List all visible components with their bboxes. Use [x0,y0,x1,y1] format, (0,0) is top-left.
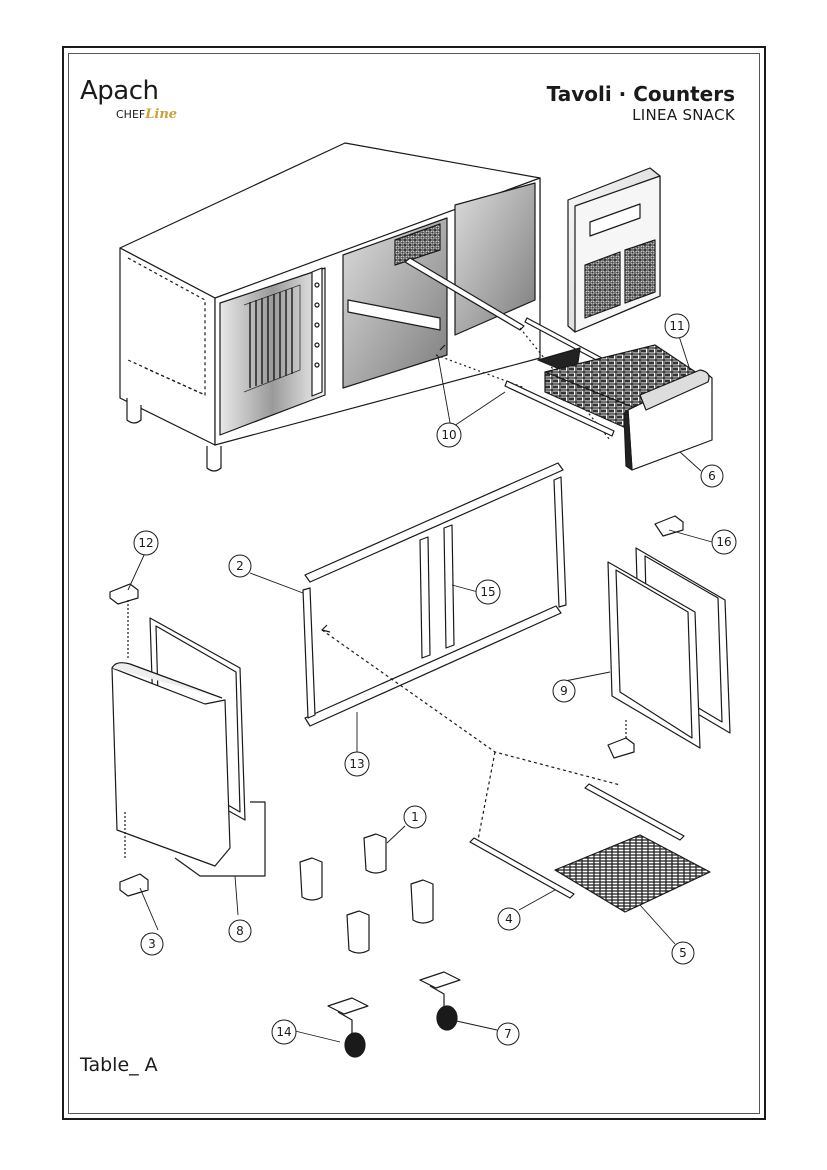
callout-3: 3 [140,932,164,956]
callout-8: 8 [228,919,252,943]
castors [327,971,461,1058]
callout-8-label: 8 [236,924,244,938]
callout-10-label: 10 [441,428,456,442]
control-unit-panel [567,167,661,333]
feet [299,833,434,954]
callout-11-label: 11 [669,319,684,333]
callout-6: 6 [700,464,724,488]
callout-15: 15 [475,579,501,605]
shelf-assembly [469,783,711,913]
outer-frame [62,46,766,1120]
table-label: Table_ A [80,1054,158,1076]
brand-name: Apach [80,76,159,106]
callout-2: 2 [228,554,252,578]
callout-9-label: 9 [560,684,568,698]
callout-13: 13 [344,751,370,777]
callout-6-label: 6 [708,469,716,483]
page-title: Tavoli · Counters [546,82,735,106]
callout-1-label: 1 [411,810,419,824]
callout-2-label: 2 [236,559,244,573]
callout-10: 10 [436,422,462,448]
callout-14-label: 14 [276,1025,291,1039]
counter-cabinet [119,142,541,472]
callout-7-label: 7 [504,1027,512,1041]
callout-16: 16 [711,529,737,555]
page-subtitle: LINEA SNACK [632,106,735,124]
callout-1: 1 [403,805,427,829]
callout-9: 9 [552,679,576,703]
brand-sub-line: Line [145,107,178,122]
callout-5-label: 5 [679,946,687,960]
callout-12: 12 [133,530,159,556]
callout-4: 4 [497,907,521,931]
brand-subline: CHEFLine [116,107,177,122]
brand-sub-chef: CHEF [116,108,146,121]
header: Tavoli · Counters LINEA SNACK [547,82,735,124]
callout-7: 7 [496,1022,520,1046]
brand-logo: Apach CHEFLine [80,76,177,122]
callout-3-label: 3 [148,937,156,951]
callout-11: 11 [664,313,690,339]
callout-12-label: 12 [138,536,153,550]
callout-13-label: 13 [349,757,364,771]
callout-16-label: 16 [716,535,731,549]
right-door [607,515,731,759]
inner-frame [68,53,760,1114]
callout-4-label: 4 [505,912,513,926]
callout-14: 14 [271,1019,297,1045]
front-frame [302,462,621,841]
drawer-assembly [435,317,713,471]
left-door [109,583,266,897]
callout-15-label: 15 [480,585,495,599]
callout-5: 5 [671,941,695,965]
